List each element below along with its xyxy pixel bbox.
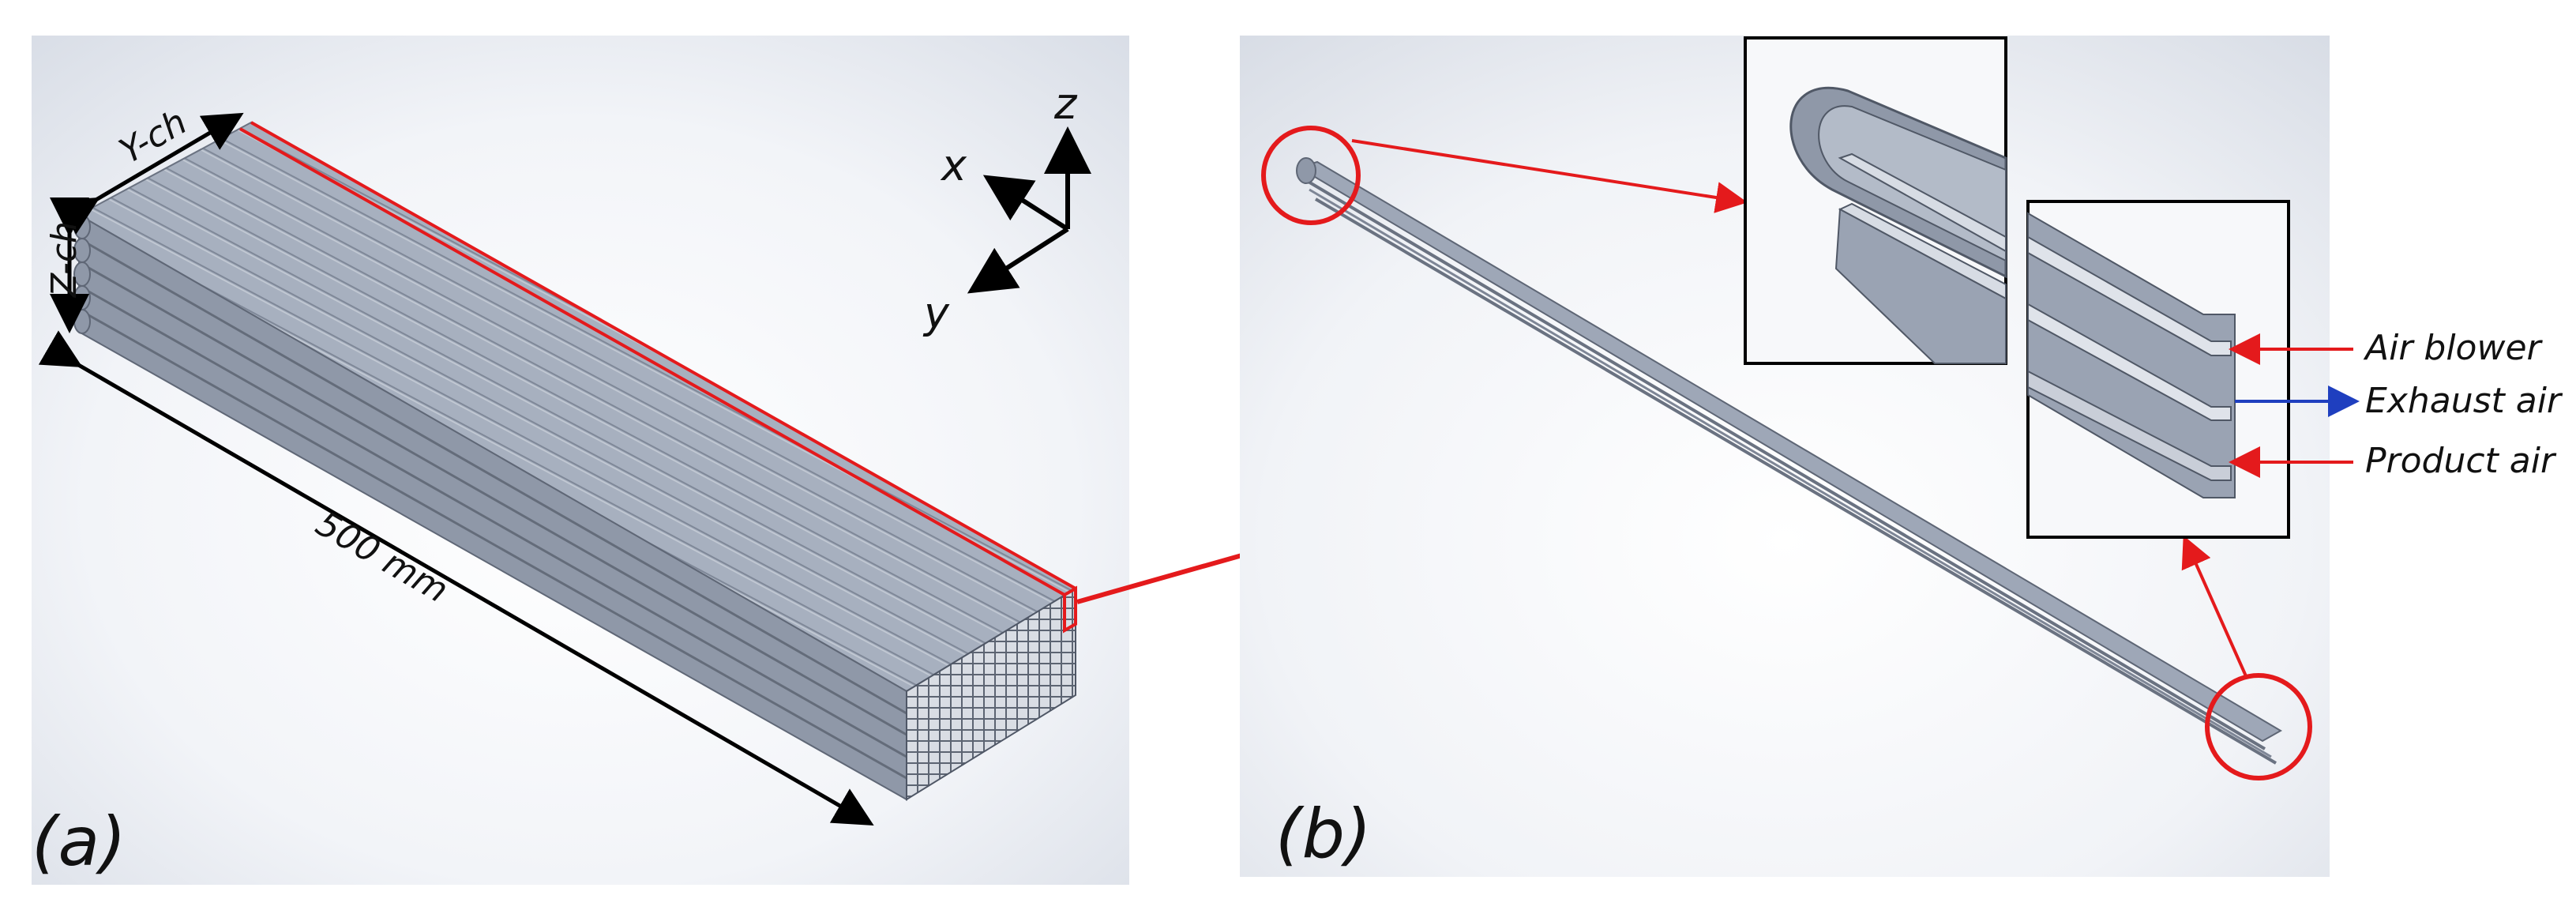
length-dimension-arrow [38, 330, 874, 826]
z-ch-label: Z-ch [44, 221, 84, 298]
product-air-label: Product air [2365, 441, 2557, 481]
single-channel [1296, 157, 2282, 765]
channel-inlet-highlight [1261, 126, 1361, 225]
z-axis-label: z [1053, 79, 1078, 129]
panel-a: Y-ch Z-ch 500 mm z x y (a) [32, 36, 1129, 885]
panel-b-label: (b) [1275, 795, 1372, 874]
x-axis-arrow [982, 175, 1069, 231]
axis-triad [967, 126, 1091, 294]
y-axis-arrow [967, 227, 1069, 294]
y-ch-dimension-arrow [55, 112, 244, 235]
panel-a-label: (a) [32, 803, 126, 882]
inset-rounded-end [1744, 36, 2007, 365]
inlet-callout-arrow [1351, 139, 1748, 213]
y-axis-label: y [922, 288, 950, 338]
exhaust-air-label: Exhaust air [2365, 381, 2563, 421]
inset-cross-section [2026, 200, 2290, 539]
air-blower-label: Air blower [2363, 328, 2544, 368]
outlet-callout-arrow [2181, 535, 2248, 679]
x-axis-label: x [940, 141, 967, 190]
exchanger-end-face [906, 587, 1076, 801]
panel-b: Air blower Exhaust air Product air (b) [1240, 36, 2563, 877]
channel-outlet-highlight [2205, 673, 2312, 780]
